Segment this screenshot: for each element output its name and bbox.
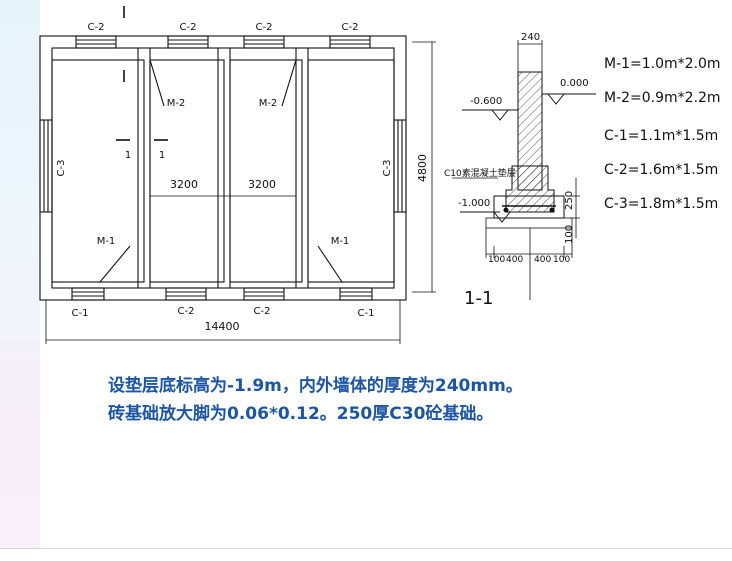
label-door-top-2: M-2 bbox=[259, 98, 278, 109]
dim-bottom-2: 400 bbox=[506, 255, 523, 265]
label-window-top-2: C-2 bbox=[180, 22, 197, 33]
room-2-outline bbox=[149, 59, 225, 283]
legend-c3: C-3=1.8m*1.5m bbox=[604, 196, 718, 212]
label-window-top-1: C-2 bbox=[88, 22, 105, 33]
label-window-bottom-3: C-2 bbox=[254, 306, 271, 317]
label-window-top-4: C-2 bbox=[342, 22, 359, 33]
dim-room-width-1: 3200 bbox=[170, 178, 198, 191]
room-3-outline bbox=[229, 59, 303, 283]
slide-side-decoration bbox=[0, 0, 40, 560]
label-window-top-3: C-2 bbox=[256, 22, 273, 33]
dim-room-width-2: 3200 bbox=[248, 178, 276, 191]
plan-labels: C-2 C-2 C-2 C-2 C-1 C-2 C-2 C-1 C-3 C-3 … bbox=[56, 22, 429, 333]
floor-plan bbox=[39, 6, 436, 344]
legend-m2: M-2=0.9m*2.2m bbox=[604, 90, 721, 106]
slide-bottom-strip bbox=[0, 548, 732, 561]
label-window-bottom-1: C-1 bbox=[72, 308, 89, 319]
caption-line-1: 设垫层底标高为-1.9m，内外墙体的厚度为240mm。 bbox=[108, 376, 523, 396]
outer-wall-inner bbox=[51, 47, 395, 289]
label-window-bottom-4: C-1 bbox=[358, 308, 375, 319]
section-title: 1-1 bbox=[464, 288, 493, 309]
label-window-bottom-2: C-2 bbox=[178, 306, 195, 317]
section-mark-right: 1 bbox=[159, 150, 165, 161]
dim-bottom-3: 400 bbox=[534, 255, 551, 265]
dim-bottom-1: 100 bbox=[488, 255, 505, 265]
caption-line-2: 砖基础放大脚为0.06*0.12。250厚C30砼基础。 bbox=[108, 404, 494, 424]
dim-wall-width: 240 bbox=[521, 32, 540, 43]
section-labels: 240 -0.600 0.000 C10素混凝土垫层 -1.000 250 10… bbox=[444, 32, 589, 309]
level-ground-right: 0.000 bbox=[560, 78, 589, 89]
dim-total-width: 14400 bbox=[205, 320, 240, 333]
dim-total-height: 4800 bbox=[416, 154, 429, 182]
label-door-top-1: M-2 bbox=[167, 98, 186, 109]
label-door-bottom-2: M-1 bbox=[331, 236, 350, 247]
section-detail bbox=[452, 40, 596, 300]
outer-wall-outline bbox=[39, 35, 407, 301]
legend-c2: C-2=1.6m*1.5m bbox=[604, 162, 718, 178]
section-mark-left: 1 bbox=[125, 150, 131, 161]
legend-c1: C-1=1.1m*1.5m bbox=[604, 128, 718, 144]
note-concrete-cushion: C10素混凝土垫层 bbox=[444, 167, 516, 179]
problem-caption: 设垫层底标高为-1.9m，内外墙体的厚度为240mm。 砖基础放大脚为0.06*… bbox=[108, 372, 708, 428]
label-window-left: C-3 bbox=[56, 160, 67, 177]
label-window-right: C-3 bbox=[382, 160, 393, 177]
dim-bottom-4: 100 bbox=[553, 255, 570, 265]
dim-100: 100 bbox=[564, 225, 575, 244]
label-door-bottom-1: M-1 bbox=[97, 236, 116, 247]
level-ground-left: -0.600 bbox=[470, 96, 502, 107]
dimension-legend: M-1=1.0m*2.0m M-2=0.9m*2.2m C-1=1.1m*1.5… bbox=[604, 56, 721, 212]
level-base: -1.000 bbox=[458, 198, 490, 209]
legend-m1: M-1=1.0m*2.0m bbox=[604, 56, 721, 72]
dim-250: 250 bbox=[564, 191, 575, 210]
